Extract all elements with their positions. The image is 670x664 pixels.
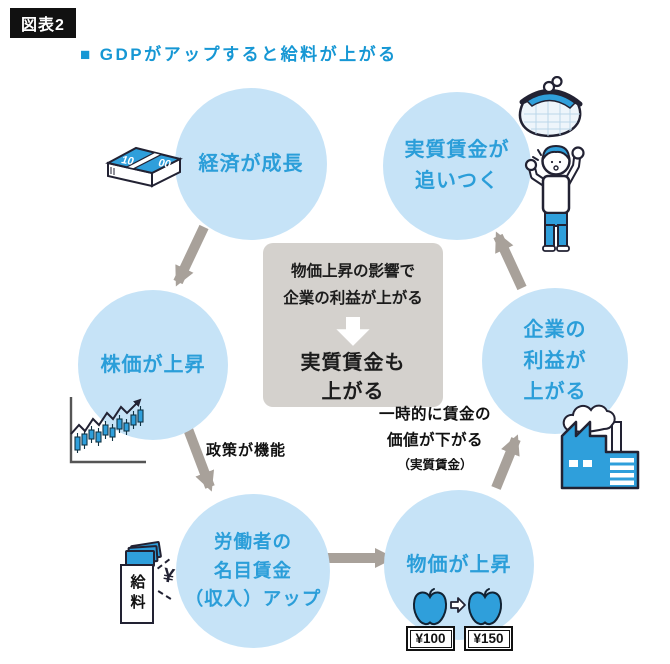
node-label: 企業の xyxy=(523,318,587,341)
apple-price-icons xyxy=(412,588,503,626)
page-title: ■ GDPがアップすると給料が上がる xyxy=(80,40,398,65)
envelope-label: 給料 xyxy=(128,574,146,614)
node-prices-rise: 物価が上昇 xyxy=(384,490,534,640)
node-real-wage-catches-up: 実質賃金が 追いつく xyxy=(383,92,531,240)
note-line: 一時的に賃金の xyxy=(378,406,491,423)
node-label: 労働者の xyxy=(213,530,292,552)
salary-envelope-icon: 給料 ¥ xyxy=(116,540,188,630)
node-label: 利益が xyxy=(523,349,587,372)
price-tag-after: ¥150 xyxy=(464,626,514,651)
person-celebrating-icon xyxy=(524,144,585,252)
money-stack-icon: 10 00 xyxy=(105,146,183,188)
cause-line: 物価上昇の影響で xyxy=(290,263,415,280)
note-line: 価値が下がる xyxy=(386,431,483,449)
node-label: 経済が成長 xyxy=(198,152,304,175)
title-bullet-icon: ■ xyxy=(80,45,93,64)
factory-icon xyxy=(560,404,640,490)
center-box-cause: 物価上昇の影響で 企業の利益が上がる xyxy=(283,258,423,312)
node-label: 追いつく xyxy=(415,170,499,192)
node-label: 実質賃金が xyxy=(404,139,510,161)
purse-icon xyxy=(518,76,583,138)
temporary-wage-note: 一時的に賃金の 価値が下がる （実質賃金） xyxy=(362,402,508,477)
center-box-effect: 実質賃金も 上がる xyxy=(301,349,406,407)
node-label: 株価が上昇 xyxy=(100,353,206,376)
down-arrow-icon xyxy=(336,317,370,347)
price-tag-label: ¥150 xyxy=(467,629,510,648)
stock-chart-icon xyxy=(69,397,146,464)
node-label: 上がる xyxy=(523,380,587,403)
arrow-stock-to-nominal-wage-icon xyxy=(183,427,215,492)
arrow-corporate-to-real-wage-icon xyxy=(493,231,527,291)
figure-label: 図表2 xyxy=(10,8,76,38)
node-stock-prices-rise: 株価が上昇 xyxy=(78,290,228,440)
arrow-price-to-corporate-icon xyxy=(491,434,521,490)
page-title-text: GDPがアップすると給料が上がる xyxy=(99,45,398,64)
yen-symbol: ¥ xyxy=(161,564,177,588)
envelope-body: 給料 xyxy=(120,564,154,624)
node-economy-growth: 経済が成長 xyxy=(175,88,327,240)
price-tag-label: ¥100 xyxy=(409,629,452,648)
bill-digits: 10 xyxy=(121,154,136,168)
arrow-economy-to-stock-icon xyxy=(173,224,209,287)
sparkle-dash-icon xyxy=(157,590,172,600)
node-label: （収入）アップ xyxy=(184,588,322,610)
node-label: 物価が上昇 xyxy=(406,553,512,576)
cause-line: 企業の利益が上がる xyxy=(283,290,423,308)
center-explanation-box: 物価上昇の影響で 企業の利益が上がる 実質賃金も 上がる xyxy=(263,243,443,407)
node-corporate-profits-rise: 企業の 利益が 上がる xyxy=(482,288,628,434)
node-label: 名目賃金 xyxy=(213,559,292,581)
bill-digits: 00 xyxy=(158,157,173,171)
effect-line: 実質賃金も xyxy=(300,352,406,374)
node-nominal-wages-up: 労働者の 名目賃金 （収入）アップ xyxy=(176,494,330,648)
policy-works-label: 政策が機能 xyxy=(206,442,287,459)
effect-line: 上がる xyxy=(321,381,385,403)
note-line: （実質賃金） xyxy=(397,458,473,472)
price-tag-before: ¥100 xyxy=(406,626,456,651)
